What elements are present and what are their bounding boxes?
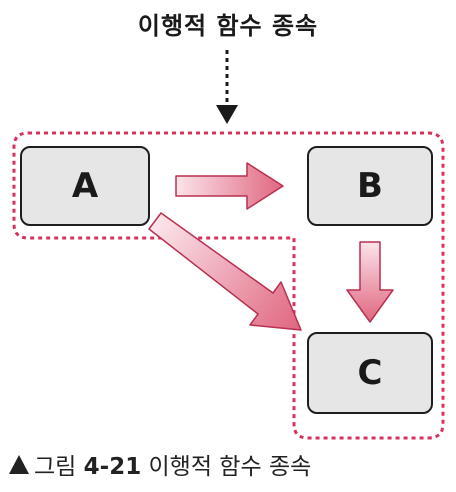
node-a-label: A bbox=[71, 166, 99, 206]
dashed-group-outline bbox=[12, 131, 445, 440]
caption-title: 이행적 함수 종속 bbox=[148, 454, 312, 480]
arrow-a-to-c bbox=[148, 212, 302, 331]
node-c-label: C bbox=[357, 353, 383, 393]
arrow-a-to-b bbox=[175, 162, 284, 210]
caption-prefix: 그림 bbox=[34, 454, 77, 480]
node-b: B bbox=[307, 146, 433, 226]
node-a: A bbox=[20, 146, 150, 226]
top-label: 이행적 함수 종속 bbox=[137, 12, 319, 40]
node-b-label: B bbox=[357, 166, 383, 206]
caption-figure-number: 4-21 bbox=[83, 454, 142, 480]
figure-caption: 그림 4-21 이행적 함수 종속 bbox=[8, 447, 311, 481]
arrow-b-to-c bbox=[346, 241, 394, 323]
pointer-arrowhead bbox=[216, 105, 238, 124]
caption-triangle-icon bbox=[9, 455, 29, 474]
node-c: C bbox=[307, 332, 433, 414]
